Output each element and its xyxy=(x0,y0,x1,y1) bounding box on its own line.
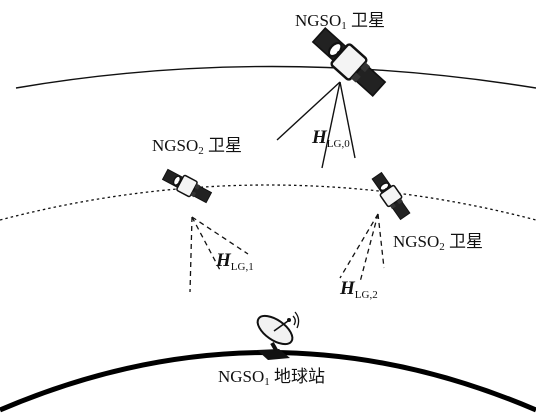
left-satellite-beam xyxy=(189,216,249,293)
outer-orbit-arc xyxy=(15,65,536,89)
ngso2-left-satellite-icon xyxy=(160,166,214,206)
channel-h1-label: HLG,1 xyxy=(216,250,254,273)
top-satellite-beam xyxy=(276,81,356,169)
ngso2-left-satellite-label: NGSO2 卫星 xyxy=(152,136,243,157)
ngso2-right-satellite-icon xyxy=(369,170,413,222)
inner-orbit-arc xyxy=(0,184,536,221)
ngso2-right-satellite-label: NGSO2 卫星 xyxy=(393,232,484,253)
right-satellite-beam xyxy=(339,213,385,283)
ngso1-satellite-label: NGSO1 卫星 xyxy=(295,11,386,32)
ngso1-ground-station-label: NGSO1 地球站 xyxy=(218,367,326,388)
ngso1-satellite-icon xyxy=(308,23,390,101)
channel-h0-label: HLG,0 xyxy=(312,127,350,150)
ground-station-dish-icon xyxy=(256,311,300,360)
channel-h2-label: HLG,2 xyxy=(340,278,378,301)
